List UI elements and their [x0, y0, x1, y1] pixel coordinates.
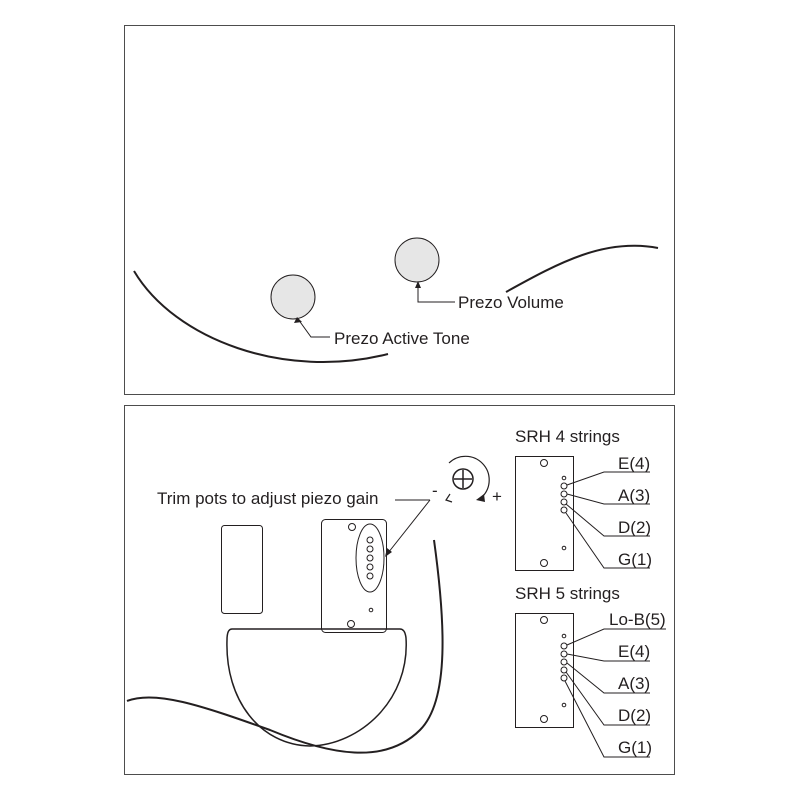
srh5-pot-g: [560, 674, 650, 758]
srh4-string-label: D(2): [618, 518, 651, 537]
volume-label: Prezo Volume: [458, 293, 564, 312]
srh4-screw-hole: [540, 559, 548, 567]
bridge-pickup: [321, 519, 387, 633]
plus-sign: +: [492, 487, 502, 506]
trim-arrow: [385, 499, 431, 557]
body-curve-left: [133, 270, 389, 363]
srh4-small-hole: [561, 545, 567, 551]
srh5-pot-lo-b: [560, 628, 666, 650]
srh5-small-hole: [561, 633, 567, 639]
volume-leader: [415, 281, 455, 303]
body-curve-bottom: [126, 539, 444, 754]
trim-label: Trim pots to adjust piezo gain: [157, 489, 378, 508]
srh5-string-label: E(4): [618, 642, 650, 661]
body-curve-right: [505, 244, 659, 293]
trim-pot[interactable]: [366, 563, 374, 571]
srh5-pot-d: [560, 666, 650, 726]
srh5-title: SRH 5 strings: [515, 584, 620, 603]
srh5-string-label: D(2): [618, 706, 651, 725]
trim-pot[interactable]: [366, 545, 374, 553]
srh5-string-label: G(1): [618, 738, 652, 757]
srh5-screw-hole: [540, 715, 548, 723]
bottom-panel: [124, 405, 675, 775]
trim-pot-highlight: [355, 523, 385, 593]
tone-leader: [294, 317, 330, 338]
srh4-small-hole: [561, 475, 567, 481]
srh5-string-label: Lo-B(5): [609, 610, 666, 629]
tone-knob[interactable]: [270, 274, 316, 320]
screwdriver-adjust-icon: [445, 455, 490, 503]
srh4-string-label: G(1): [618, 550, 652, 569]
srh4-pot-a: [560, 490, 650, 505]
minus-sign: -: [432, 481, 438, 500]
srh4-pot-e: [560, 471, 650, 490]
srh5-screw-hole: [540, 616, 548, 624]
srh5-string-label: A(3): [618, 674, 650, 693]
volume-knob[interactable]: [394, 237, 440, 283]
srh4-string-label: E(4): [618, 454, 650, 473]
pickup-small-hole: [368, 607, 374, 613]
tone-label: Prezo Active Tone: [334, 329, 470, 348]
trim-pot[interactable]: [366, 572, 374, 580]
srh4-pickup: [515, 456, 574, 571]
trim-pot-group: [366, 536, 374, 580]
srh4-screw-hole: [540, 459, 548, 467]
trim-pot[interactable]: [366, 554, 374, 562]
srh4-pot-d: [560, 498, 650, 537]
control-plate: [226, 628, 407, 747]
srh4-string-label: A(3): [618, 486, 650, 505]
srh4-pot-g: [560, 506, 650, 569]
srh5-pot-e: [560, 650, 650, 662]
pickup-screw-hole: [347, 620, 355, 628]
neck-pickup: [221, 525, 263, 614]
srh5-pot-a: [560, 658, 650, 694]
top-panel: [124, 25, 675, 395]
srh5-small-hole: [561, 702, 567, 708]
srh5-pickup: [515, 613, 574, 728]
srh4-title: SRH 4 strings: [515, 427, 620, 446]
trim-pot[interactable]: [366, 536, 374, 544]
pickup-screw-hole: [348, 523, 356, 531]
